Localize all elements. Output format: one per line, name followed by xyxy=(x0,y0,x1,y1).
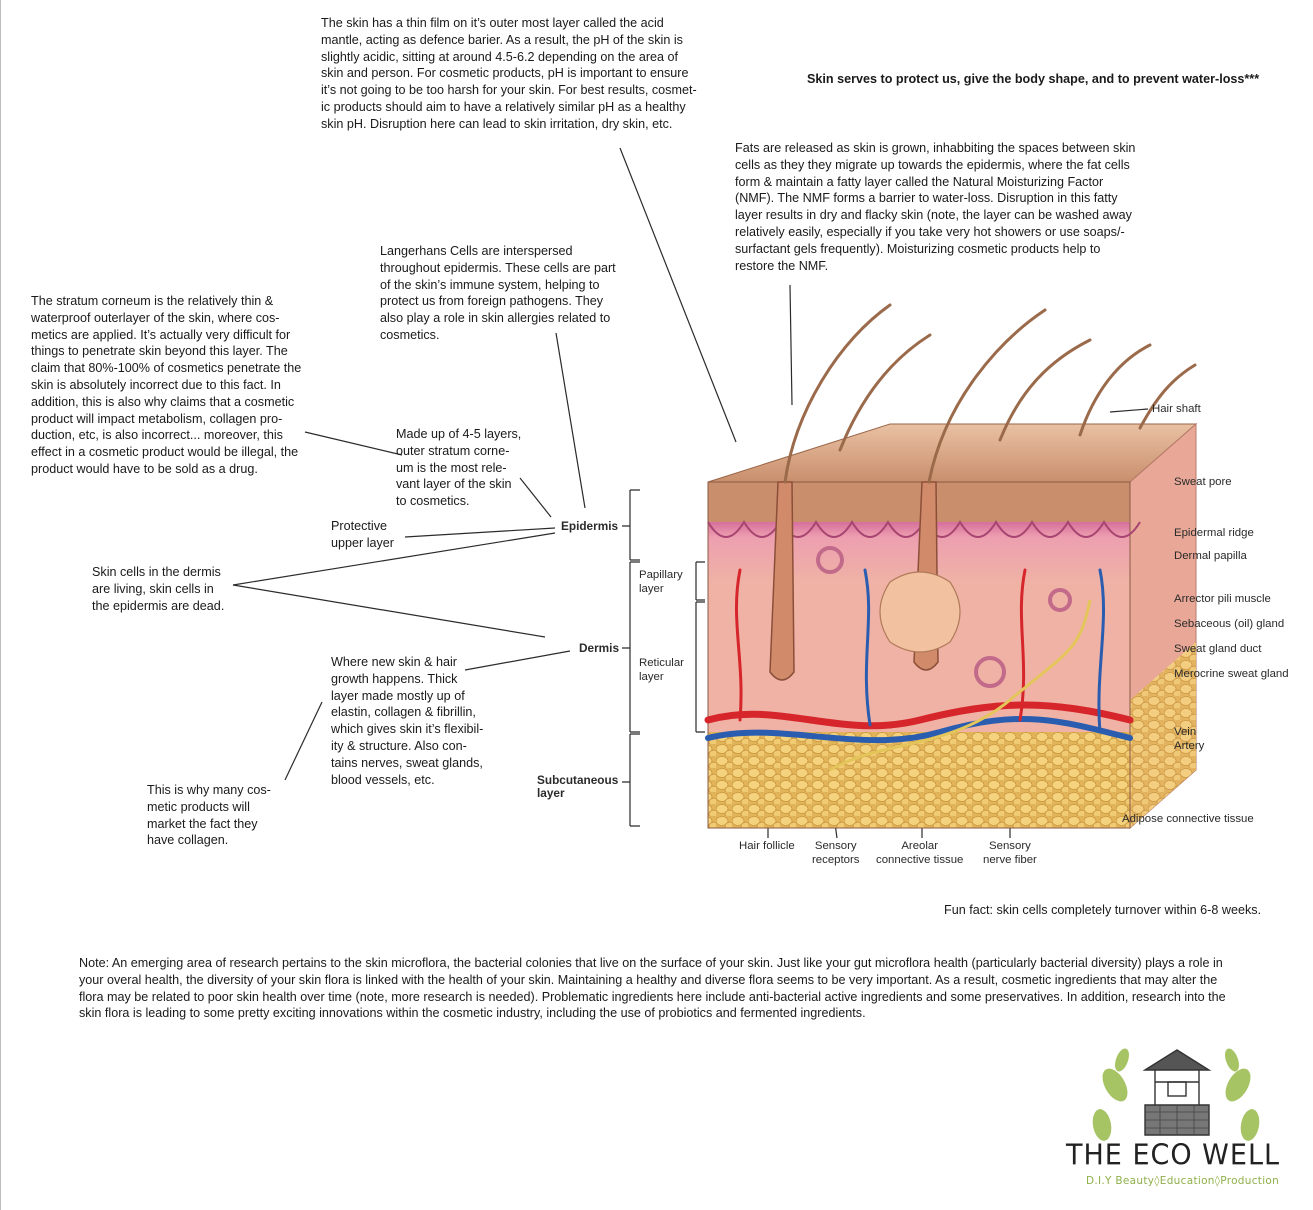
leader-collagen xyxy=(284,701,323,781)
leader-layers xyxy=(519,477,552,518)
note-protective: Protective upper layer xyxy=(331,519,395,550)
label-merocrine: Merocrine sweat gland xyxy=(1174,668,1289,680)
leader-living-top xyxy=(232,532,556,586)
label-papillary: Papillary layer xyxy=(639,569,683,595)
label-reticular: Reticular layer xyxy=(639,657,684,683)
note-layers-4-5: Made up of 4-5 layers, outer stratum cor… xyxy=(396,427,522,509)
label-vein: Vein xyxy=(1174,726,1197,738)
skin-cross-section-illustration xyxy=(704,303,1198,830)
note-microflora: Note: An emerging area of research perta… xyxy=(79,956,1226,1021)
leader-living-bottom xyxy=(232,584,546,638)
note-acid-mantle: The skin has a thin film on it’s outer m… xyxy=(321,16,697,131)
label-areolar: Areolar connective tissue xyxy=(876,840,964,866)
label-sweat-duct: Sweat gland duct xyxy=(1174,643,1262,655)
leader-protective xyxy=(404,527,556,538)
note-nmf: Fats are released as skin is grown, inha… xyxy=(735,141,1136,273)
label-dermal-papilla: Dermal papilla xyxy=(1174,550,1247,562)
note-living-dead: Skin cells in the dermis are living, ski… xyxy=(92,565,225,613)
note-langerhans: Langerhans Cells are interspersed throug… xyxy=(380,244,616,342)
label-adipose: Adipose connective tissue xyxy=(1122,813,1254,825)
leader-nmf xyxy=(789,284,793,406)
leader-acid-mantle xyxy=(619,147,737,443)
logo-subtitle: D.I.Y Beauty◊Education◊Production xyxy=(1086,1175,1280,1187)
label-subcutaneous: Subcutaneous layer xyxy=(537,773,619,800)
logo-title: THE ECO WELL xyxy=(1066,1139,1281,1172)
label-sebaceous: Sebaceous (oil) gland xyxy=(1174,618,1285,630)
label-sensory-receptors: Sensory receptors xyxy=(812,840,860,866)
note-collagen: This is why many cos- metic products wil… xyxy=(147,783,271,848)
label-hair-shaft: Hair shaft xyxy=(1152,403,1201,415)
label-hair-follicle: Hair follicle xyxy=(739,840,795,852)
note-fun-fact: Fun fact: skin cells completely turnover… xyxy=(944,903,1262,917)
label-epidermal-ridge: Epidermal ridge xyxy=(1174,527,1254,539)
leader-langerhans xyxy=(555,332,586,509)
label-dermis: Dermis xyxy=(579,641,619,655)
page-left-border xyxy=(0,0,1,1210)
note-new-skin: Where new skin & hair growth happens. Th… xyxy=(331,655,484,787)
label-arrector-pili: Arrector pili muscle xyxy=(1174,593,1271,605)
label-sweat-pore: Sweat pore xyxy=(1174,476,1232,488)
label-epidermis: Epidermis xyxy=(561,519,619,533)
label-sensory-nerve: Sensory nerve fiber xyxy=(983,840,1037,866)
label-artery: Artery xyxy=(1174,740,1205,752)
note-skin-serves: Skin serves to protect us, give the body… xyxy=(807,72,1260,86)
note-stratum-corneum: The stratum corneum is the relatively th… xyxy=(31,294,302,476)
leader-new-skin xyxy=(464,650,571,671)
leader-stratum-corneum xyxy=(304,431,403,456)
eco-well-logo xyxy=(1092,1048,1260,1141)
